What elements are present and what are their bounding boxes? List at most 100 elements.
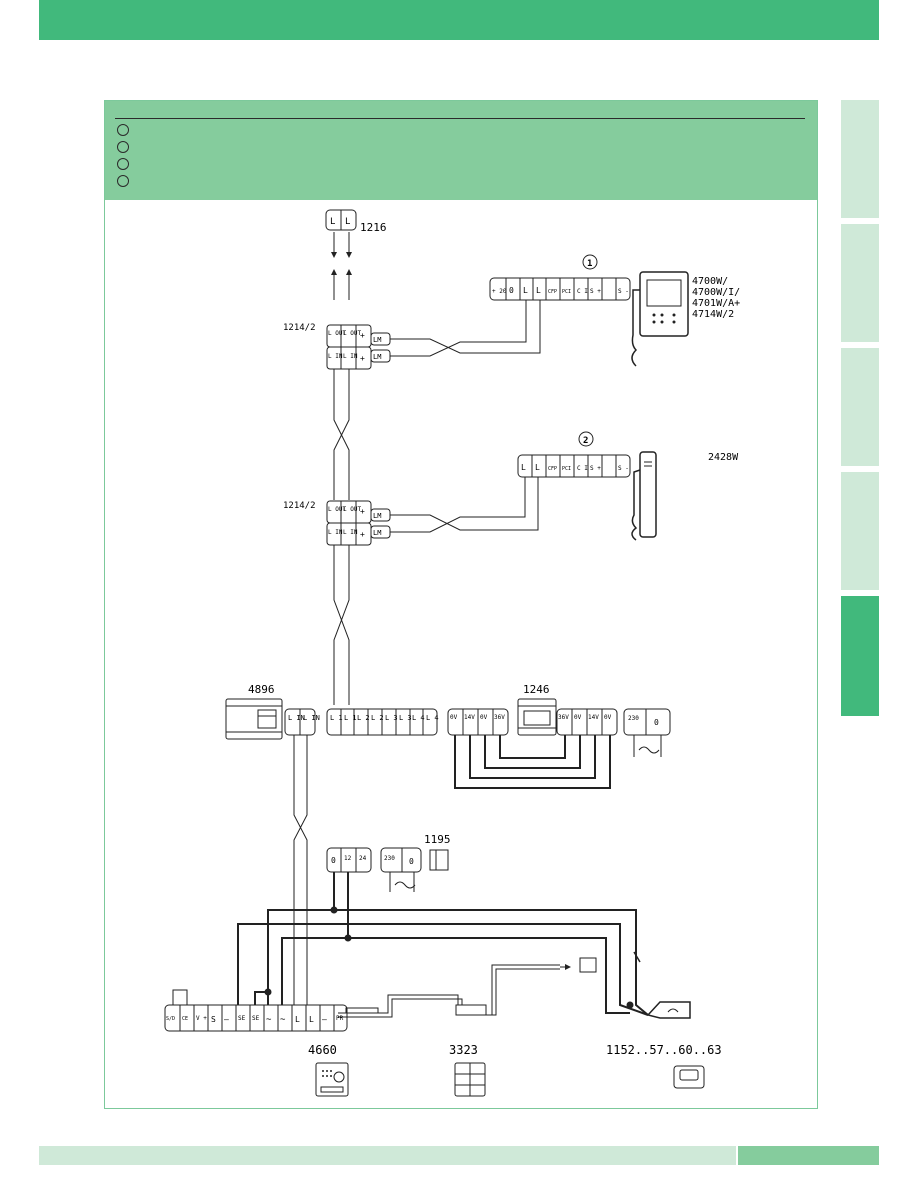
svg-text:36V: 36V (558, 714, 569, 721)
svg-text:L: L (295, 1015, 300, 1024)
svg-text:L IN: L IN (328, 353, 343, 360)
svg-text:CE: CE (182, 1016, 188, 1022)
svg-text:0V: 0V (450, 714, 458, 721)
section-tab-5-active[interactable] (841, 596, 879, 716)
svg-text:S -: S - (618, 465, 629, 472)
header-rule (115, 118, 805, 119)
svg-text:L OUT: L OUT (328, 506, 346, 513)
label-1216: 1216 (360, 221, 387, 234)
svg-text:24: 24 (359, 855, 367, 862)
keypad-icon (579, 957, 597, 973)
svg-text:S: S (211, 1015, 216, 1024)
svg-text:L 3: L 3 (399, 714, 412, 722)
svg-text:L 4: L 4 (412, 714, 425, 722)
lock-icon (646, 1001, 691, 1019)
svg-text:LM: LM (373, 512, 381, 520)
svg-text:14V: 14V (464, 714, 475, 721)
svg-text:L 3: L 3 (385, 714, 398, 722)
svg-text:230: 230 (384, 855, 395, 862)
svg-text:L: L (536, 286, 541, 295)
svg-text:LM: LM (373, 353, 381, 361)
svg-text:L: L (330, 217, 335, 227)
svg-text:4714W/2: 4714W/2 (692, 309, 734, 320)
section-tab-2[interactable] (841, 224, 879, 342)
svg-text:L IN: L IN (288, 714, 305, 722)
svg-text:L: L (521, 463, 526, 472)
svg-text:L IN: L IN (303, 714, 320, 722)
label-4896: 4896 (248, 683, 275, 696)
svg-text:L IN: L IN (343, 353, 358, 360)
lock-wiring (237, 872, 649, 1016)
svg-text:C I: C I (577, 288, 588, 295)
section-tab-4[interactable] (841, 472, 879, 590)
svg-text:PCI: PCI (562, 466, 571, 472)
svg-text:L OUT: L OUT (343, 330, 361, 337)
svg-text:PCI: PCI (562, 289, 571, 295)
svg-text:0: 0 (409, 857, 414, 866)
label-lock-models: 1152..57..60..63 (606, 1043, 722, 1057)
bullet-icon (117, 175, 129, 187)
ps-terminals-right: 36V 0V 14V 0V (556, 708, 618, 736)
svg-text:230: 230 (628, 715, 639, 722)
svg-text:L: L (523, 286, 528, 295)
svg-text:—: — (224, 1015, 229, 1024)
panel-header (105, 101, 817, 200)
svg-text:0: 0 (509, 286, 514, 295)
t1195-terminals: 0 12 24 230 0 (326, 847, 422, 892)
panel-terminal-row: S/D CE V + S — SE SE ~ ~ L L — PR (164, 989, 348, 1032)
switch-icon (633, 951, 641, 963)
svg-text:S/D: S/D (166, 1016, 175, 1022)
svg-text:S +: S + (590, 465, 601, 472)
svg-text:0: 0 (654, 718, 659, 727)
supply-1195: 1195 (424, 833, 451, 871)
bullet-icon (117, 141, 129, 153)
header-bar (39, 0, 879, 40)
mains-terminals: 230 0 (623, 708, 671, 757)
svg-text:PR: PR (336, 1015, 344, 1022)
svg-text:0: 0 (331, 856, 336, 865)
svg-text:L: L (345, 217, 350, 227)
power-supply-1246: 1246 (517, 683, 557, 736)
section-tab-1[interactable] (841, 100, 879, 218)
svg-text:4700W/: 4700W/ (692, 276, 728, 287)
panel-3323-icon (454, 1062, 486, 1097)
svg-text:0V: 0V (480, 714, 488, 721)
ps-wiring (454, 735, 611, 789)
handset-2-terminals: 2 L L CFP PCI C I S + S - (517, 431, 631, 478)
svg-text:L 1: L 1 (330, 714, 343, 722)
section-tab-3[interactable] (841, 348, 879, 466)
connector-icon (455, 1004, 487, 1016)
svg-text:14V: 14V (588, 714, 599, 721)
svg-text:C I: C I (577, 465, 588, 472)
svg-text:L IN: L IN (343, 529, 358, 536)
label-3323: 3323 (449, 1043, 478, 1057)
switcher-4896: 4896 (225, 683, 283, 740)
bullet-icon (117, 158, 129, 170)
lock-device-icon (673, 1065, 705, 1089)
monitor-1-models: 4700W/ 4700W/I/ 4701W/A+ 4714W/2 (692, 276, 740, 320)
distributor-lower: 1214/2 L OUT L OUT + L IN L IN + LM LM (283, 477, 539, 546)
badge-2: 2 (583, 436, 588, 446)
label-1214-lower: 1214/2 (283, 501, 316, 511)
svg-text:+: + (360, 354, 365, 363)
svg-text:LM: LM (373, 529, 381, 537)
label-1195: 1195 (424, 833, 451, 846)
svg-text:LM: LM (373, 336, 381, 344)
svg-text:~: ~ (266, 1015, 272, 1025)
label-2428w: 2428W (708, 452, 739, 463)
svg-text:L 2: L 2 (357, 714, 370, 722)
switcher-terminals: L IN L IN L 1 L 1 L 2 L 2 L 3 L 3 L 4 L … (284, 708, 439, 736)
handset-2-icon (631, 451, 657, 541)
svg-text:S -: S - (618, 288, 629, 295)
svg-text:V +: V + (196, 1015, 207, 1022)
module-wiring (338, 964, 560, 1018)
label-1214-upper: 1214/2 (283, 323, 316, 333)
svg-text:~: ~ (280, 1015, 286, 1025)
svg-text:L 4: L 4 (426, 714, 439, 722)
footer-bar-accent (738, 1146, 879, 1165)
svg-text:CFP: CFP (548, 289, 557, 295)
svg-text:+: + (360, 331, 365, 340)
interface-1216: L L 1216 (325, 209, 387, 300)
svg-text:+ 20: + 20 (492, 288, 507, 295)
